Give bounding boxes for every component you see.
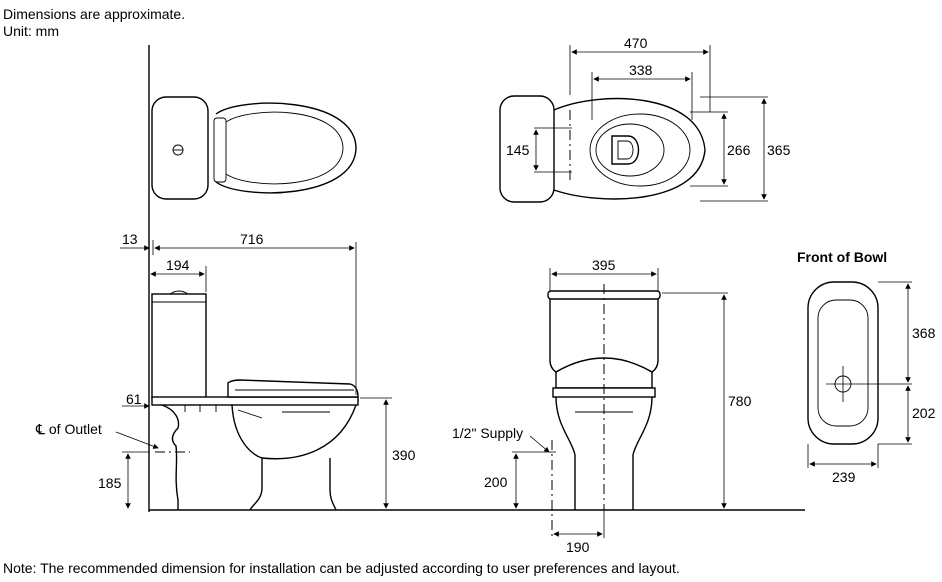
bowl-front-view: [807, 281, 912, 445]
dim-13: 13: [122, 231, 138, 247]
front-view: [547, 284, 661, 536]
bowl-front-title: Front of Bowl: [797, 249, 887, 265]
dim-190: 190: [566, 539, 590, 555]
outlet-label: ℄ of Outlet: [35, 421, 102, 437]
dim-390: 390: [392, 447, 416, 463]
seat-lid-top: [215, 102, 357, 194]
dim-365: 365: [767, 142, 791, 158]
dim-780: 780: [728, 393, 752, 409]
dim-266: 266: [727, 142, 751, 158]
dim-61: 61: [126, 391, 142, 407]
side-view: [151, 290, 359, 511]
footer-note: Note: The recommended dimension for inst…: [3, 560, 680, 576]
pedestal-left: [555, 396, 576, 510]
pedestal-right: [632, 396, 653, 510]
header-approx-note: Dimensions are approximate.: [3, 6, 185, 22]
bowl-outline-front: [807, 281, 879, 445]
tank-top-right: [499, 95, 555, 203]
top-view-left: [151, 96, 357, 200]
header-unit: Unit: mm: [3, 23, 59, 39]
trapway-rear: [161, 404, 180, 510]
dim-202: 202: [912, 405, 936, 421]
dim-716: 716: [240, 231, 264, 247]
bowl-curve-side: [261, 404, 357, 460]
dim-470: 470: [624, 35, 648, 51]
supply-label: 1/2" Supply: [452, 425, 523, 441]
seat-hinge: [213, 117, 227, 183]
dim-239: 239: [832, 469, 856, 485]
dim-185: 185: [98, 475, 122, 491]
dim-368: 368: [912, 325, 936, 341]
dim-395: 395: [592, 257, 616, 273]
outlet-d-shape: [611, 135, 640, 165]
tank-top: [151, 96, 209, 200]
dim-338: 338: [629, 62, 653, 78]
dim-194: 194: [166, 257, 190, 273]
lid-side: [227, 379, 359, 398]
seat-side: [151, 396, 359, 406]
bowl-outline-top: [553, 97, 706, 200]
tank-side: [151, 293, 207, 399]
top-view-right: [499, 95, 706, 203]
dim-145: 145: [506, 142, 530, 158]
bowl-front-side: [231, 404, 263, 511]
dim-200: 200: [484, 474, 508, 490]
